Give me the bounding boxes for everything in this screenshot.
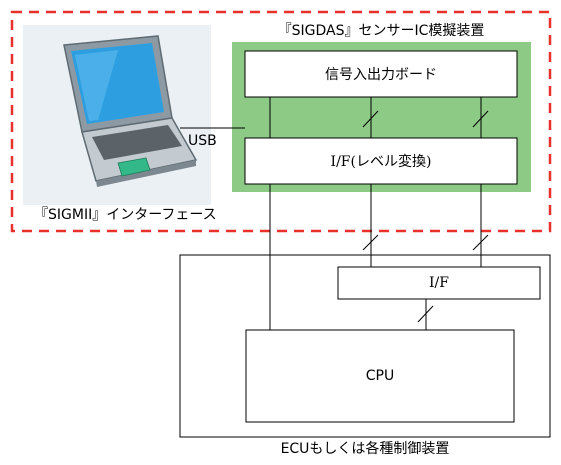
bus-slash-mark bbox=[362, 110, 379, 128]
ecu-interface-label: I/F bbox=[429, 275, 449, 291]
sigmii-interface-label: 『SIGMII』インターフェース bbox=[34, 207, 217, 223]
signal-board-label: 信号入出力ボード bbox=[325, 67, 437, 83]
bus-slash-mark bbox=[472, 110, 489, 128]
bus-slash-mark bbox=[362, 234, 379, 251]
level-converter-label: I/F(レベル変換) bbox=[330, 154, 432, 170]
cpu-box bbox=[245, 329, 515, 423]
sigdas-sigmii-enclosure bbox=[10, 10, 552, 233]
ecu-box bbox=[179, 254, 551, 438]
level-converter-box bbox=[244, 137, 518, 185]
signal-board-box bbox=[244, 50, 518, 98]
bus-slash-mark bbox=[417, 305, 434, 323]
bus-slash-mark bbox=[472, 234, 489, 251]
usb-label: USB bbox=[188, 133, 217, 149]
ecu-caption: ECUもしくは各種制御装置 bbox=[280, 441, 450, 457]
laptop-illustration-icon bbox=[23, 25, 211, 205]
cpu-label: CPU bbox=[365, 368, 395, 384]
ecu-interface-box bbox=[337, 266, 541, 300]
sensor-device-title: 『SIGDAS』センサーIC模擬装置 bbox=[277, 23, 485, 39]
